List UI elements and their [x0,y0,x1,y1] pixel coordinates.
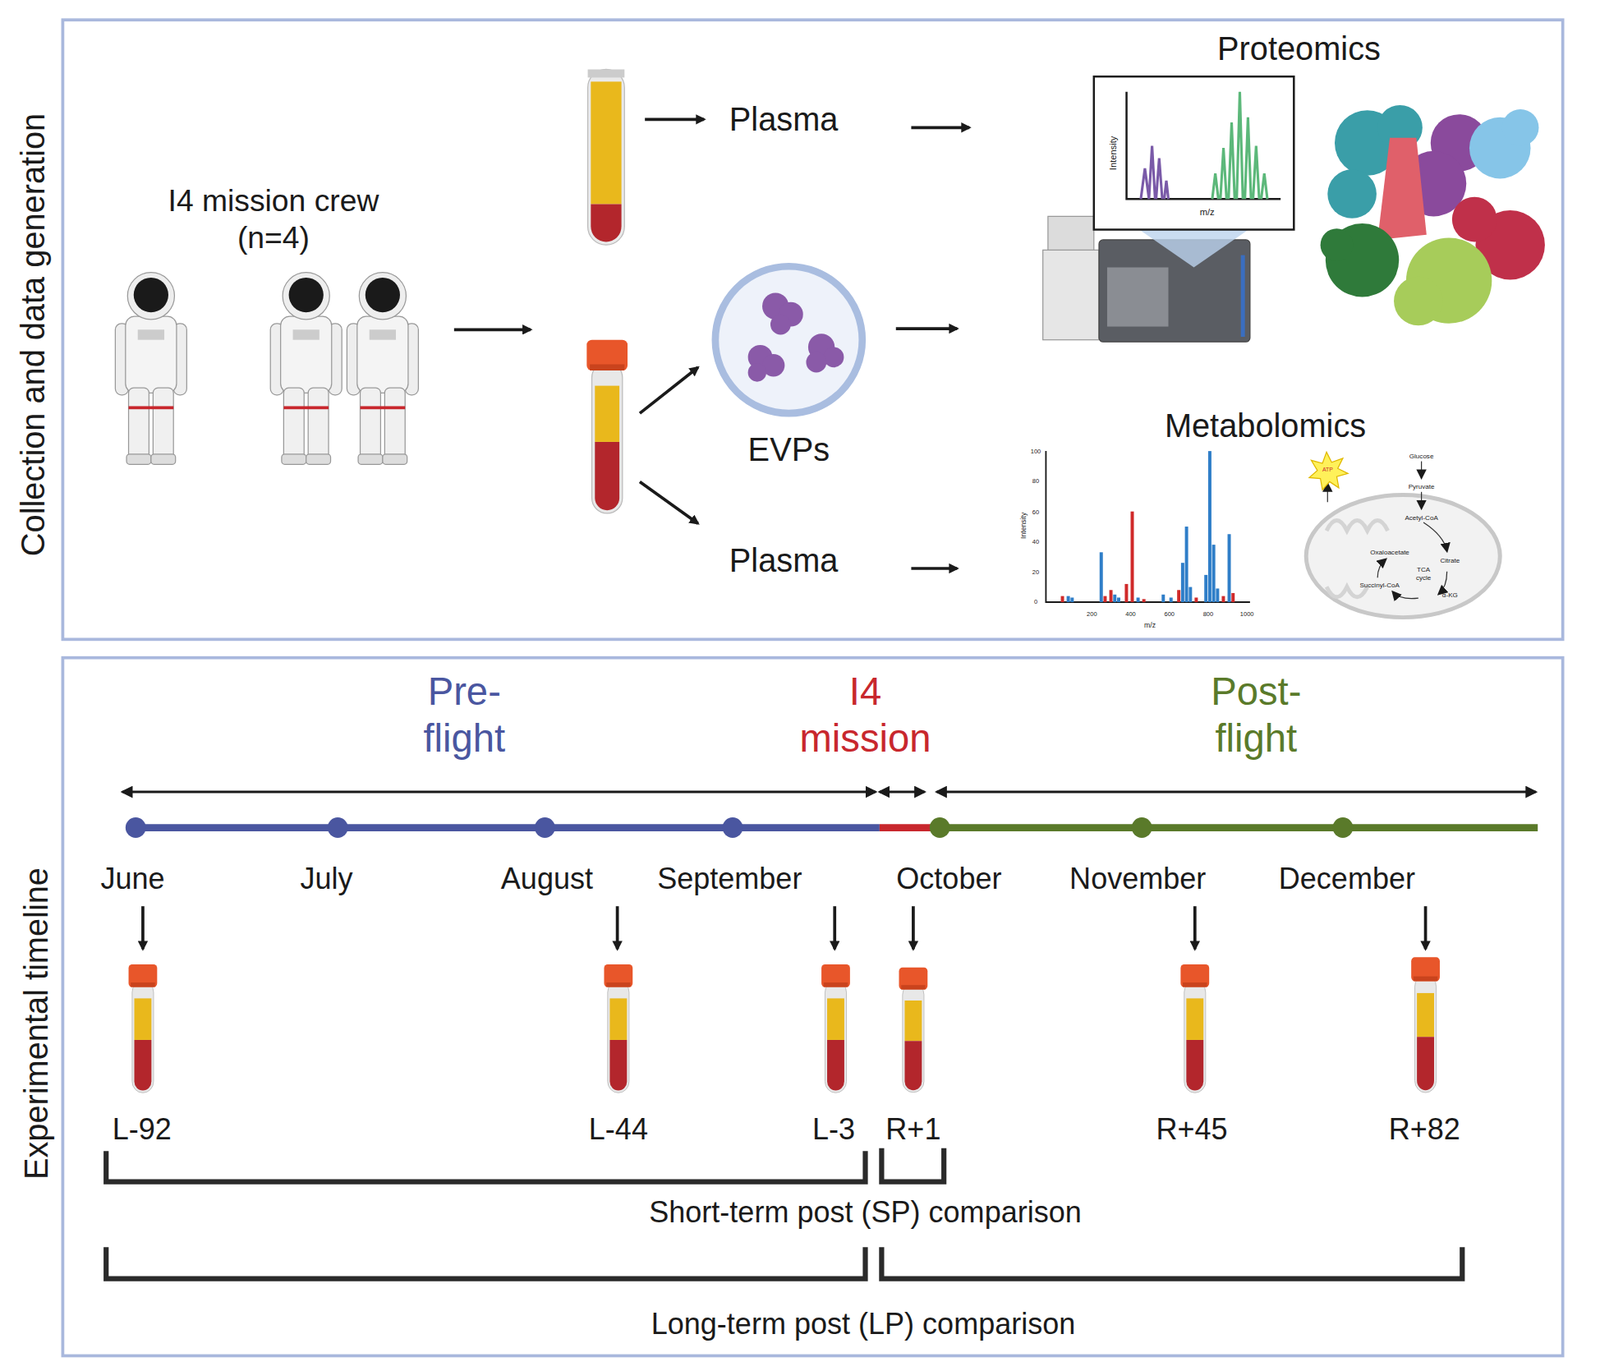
spectrum-bar [1142,598,1146,603]
text-label: July [300,862,354,897]
text-label: 40 [1032,537,1040,546]
text-label: Intensity [1019,512,1028,539]
text-label: L-44 [588,1112,649,1147]
text-label: Plasma [729,542,839,580]
text-label: Intensity [1108,136,1119,171]
spectrum-bar [1215,588,1219,603]
text-label: I4 mission crew (n=4) [140,182,406,256]
text-label: December [1278,862,1416,897]
text-label: m/z [1200,206,1215,218]
spectrum-bar [1221,596,1225,603]
text-label: 0 [1034,598,1038,607]
spectrum-bar [1204,574,1208,603]
text-label: Glucose [1409,452,1435,460]
spectrum-bar [1131,511,1135,603]
spectrum-bar [1070,597,1074,603]
spectrum-bar [1112,594,1117,603]
text-label: Long-term post (LP) comparison [651,1307,1076,1342]
section-panel: Experimental timeline [61,656,1565,1357]
spectrum-bar [1185,526,1189,603]
text-label: I4 mission [778,668,952,762]
text-label: Pyruvate [1408,482,1435,491]
text-label: September [657,862,802,897]
panel-heading: Experimental timeline [18,867,56,1180]
text-label: Citrate [1439,556,1460,564]
text-label: Metabolomics [1164,407,1366,446]
text-label: 800 [1203,611,1214,619]
text-label: Proteomics [1217,30,1381,69]
spectrum-bar [1231,593,1235,603]
text-label: 400 [1125,611,1136,619]
panel-heading: Collection and data generation [14,113,53,557]
text-label: α-KG [1442,591,1458,599]
spectrum-bar [1066,596,1071,603]
text-label: October [896,862,1002,897]
text-label: L-3 [812,1112,856,1147]
text-label: EVPs [748,431,830,469]
spectrum-bar [1103,596,1107,603]
text-label: August [501,862,594,897]
text-label: R+1 [885,1112,941,1147]
spectrum-bar [1212,544,1216,603]
text-label: Pre-flight [400,668,529,762]
spectrum-bar [1194,597,1198,603]
text-label: R+45 [1155,1112,1228,1147]
spectrum-bar [1181,562,1185,603]
text-label: Post-flight [1192,668,1320,762]
spectrum-bar [1177,589,1181,603]
text-label: Oxaloacetate [1370,547,1410,556]
spectrum-bar [1124,583,1128,603]
text-label: ATP [1322,466,1334,474]
text-label: 600 [1164,611,1175,619]
text-label: 200 [1086,611,1097,619]
text-label: 1000 [1240,611,1255,619]
text-label: June [100,862,165,897]
spectrum-bar [1227,533,1232,603]
spectrum-bar [1169,597,1173,603]
spectrum-bar [1099,551,1104,603]
text-label: November [1069,862,1206,897]
text-label: m/z [1144,621,1156,630]
text-label: 100 [1030,448,1041,456]
spectrum-bar [1208,450,1212,603]
spectrum-bar [1061,596,1065,603]
spectrum-bar [1117,597,1121,603]
spectrum-bar [1136,597,1141,603]
text-label: Plasma [729,100,839,138]
text-label: Short-term post (SP) comparison [648,1195,1082,1229]
text-label: Acetyl-CoA [1404,513,1438,521]
spectrum-bar [1161,594,1165,603]
text-label: Succinyl-CoA [1359,580,1399,589]
text-label: L-92 [112,1112,172,1147]
text-label: 60 [1032,508,1040,516]
spectrum-bar [1188,587,1192,603]
spectrum-bar [1109,589,1113,603]
text-label: 80 [1032,478,1040,486]
text-label: R+82 [1388,1112,1461,1147]
text-label: TCA cycle [1410,565,1437,582]
text-label: 20 [1032,569,1040,577]
